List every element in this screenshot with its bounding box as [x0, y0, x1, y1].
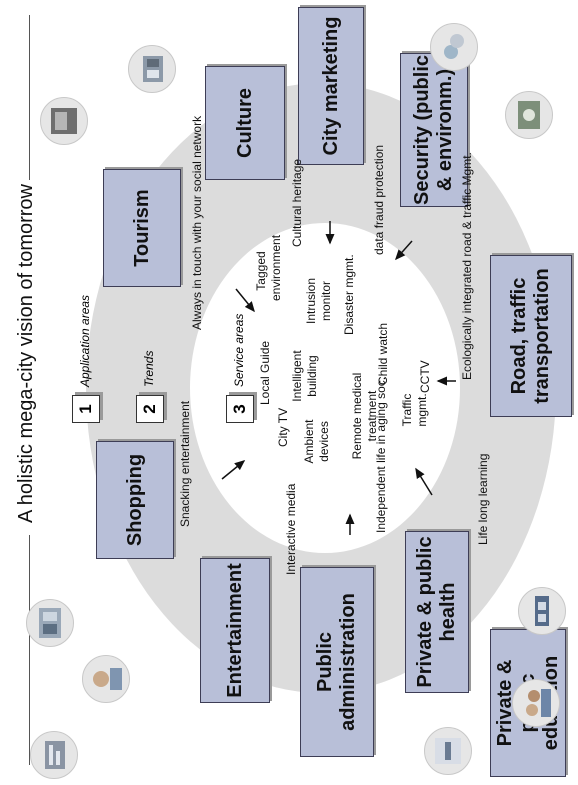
culture-photo — [128, 45, 176, 93]
arrow-education — [415, 467, 433, 496]
health-photo — [424, 727, 472, 775]
traffic-photo — [518, 587, 566, 635]
admin-photo — [30, 731, 78, 779]
city-marketing-photo — [430, 23, 478, 71]
education-photo — [512, 679, 560, 727]
arrow-security — [395, 240, 413, 261]
arrow-tourism — [235, 288, 255, 313]
arrow-shopping — [221, 460, 246, 480]
shopping-photo — [26, 599, 74, 647]
security-photo — [505, 91, 553, 139]
entertainment-photo — [82, 655, 130, 703]
tourism-photo — [40, 97, 88, 145]
